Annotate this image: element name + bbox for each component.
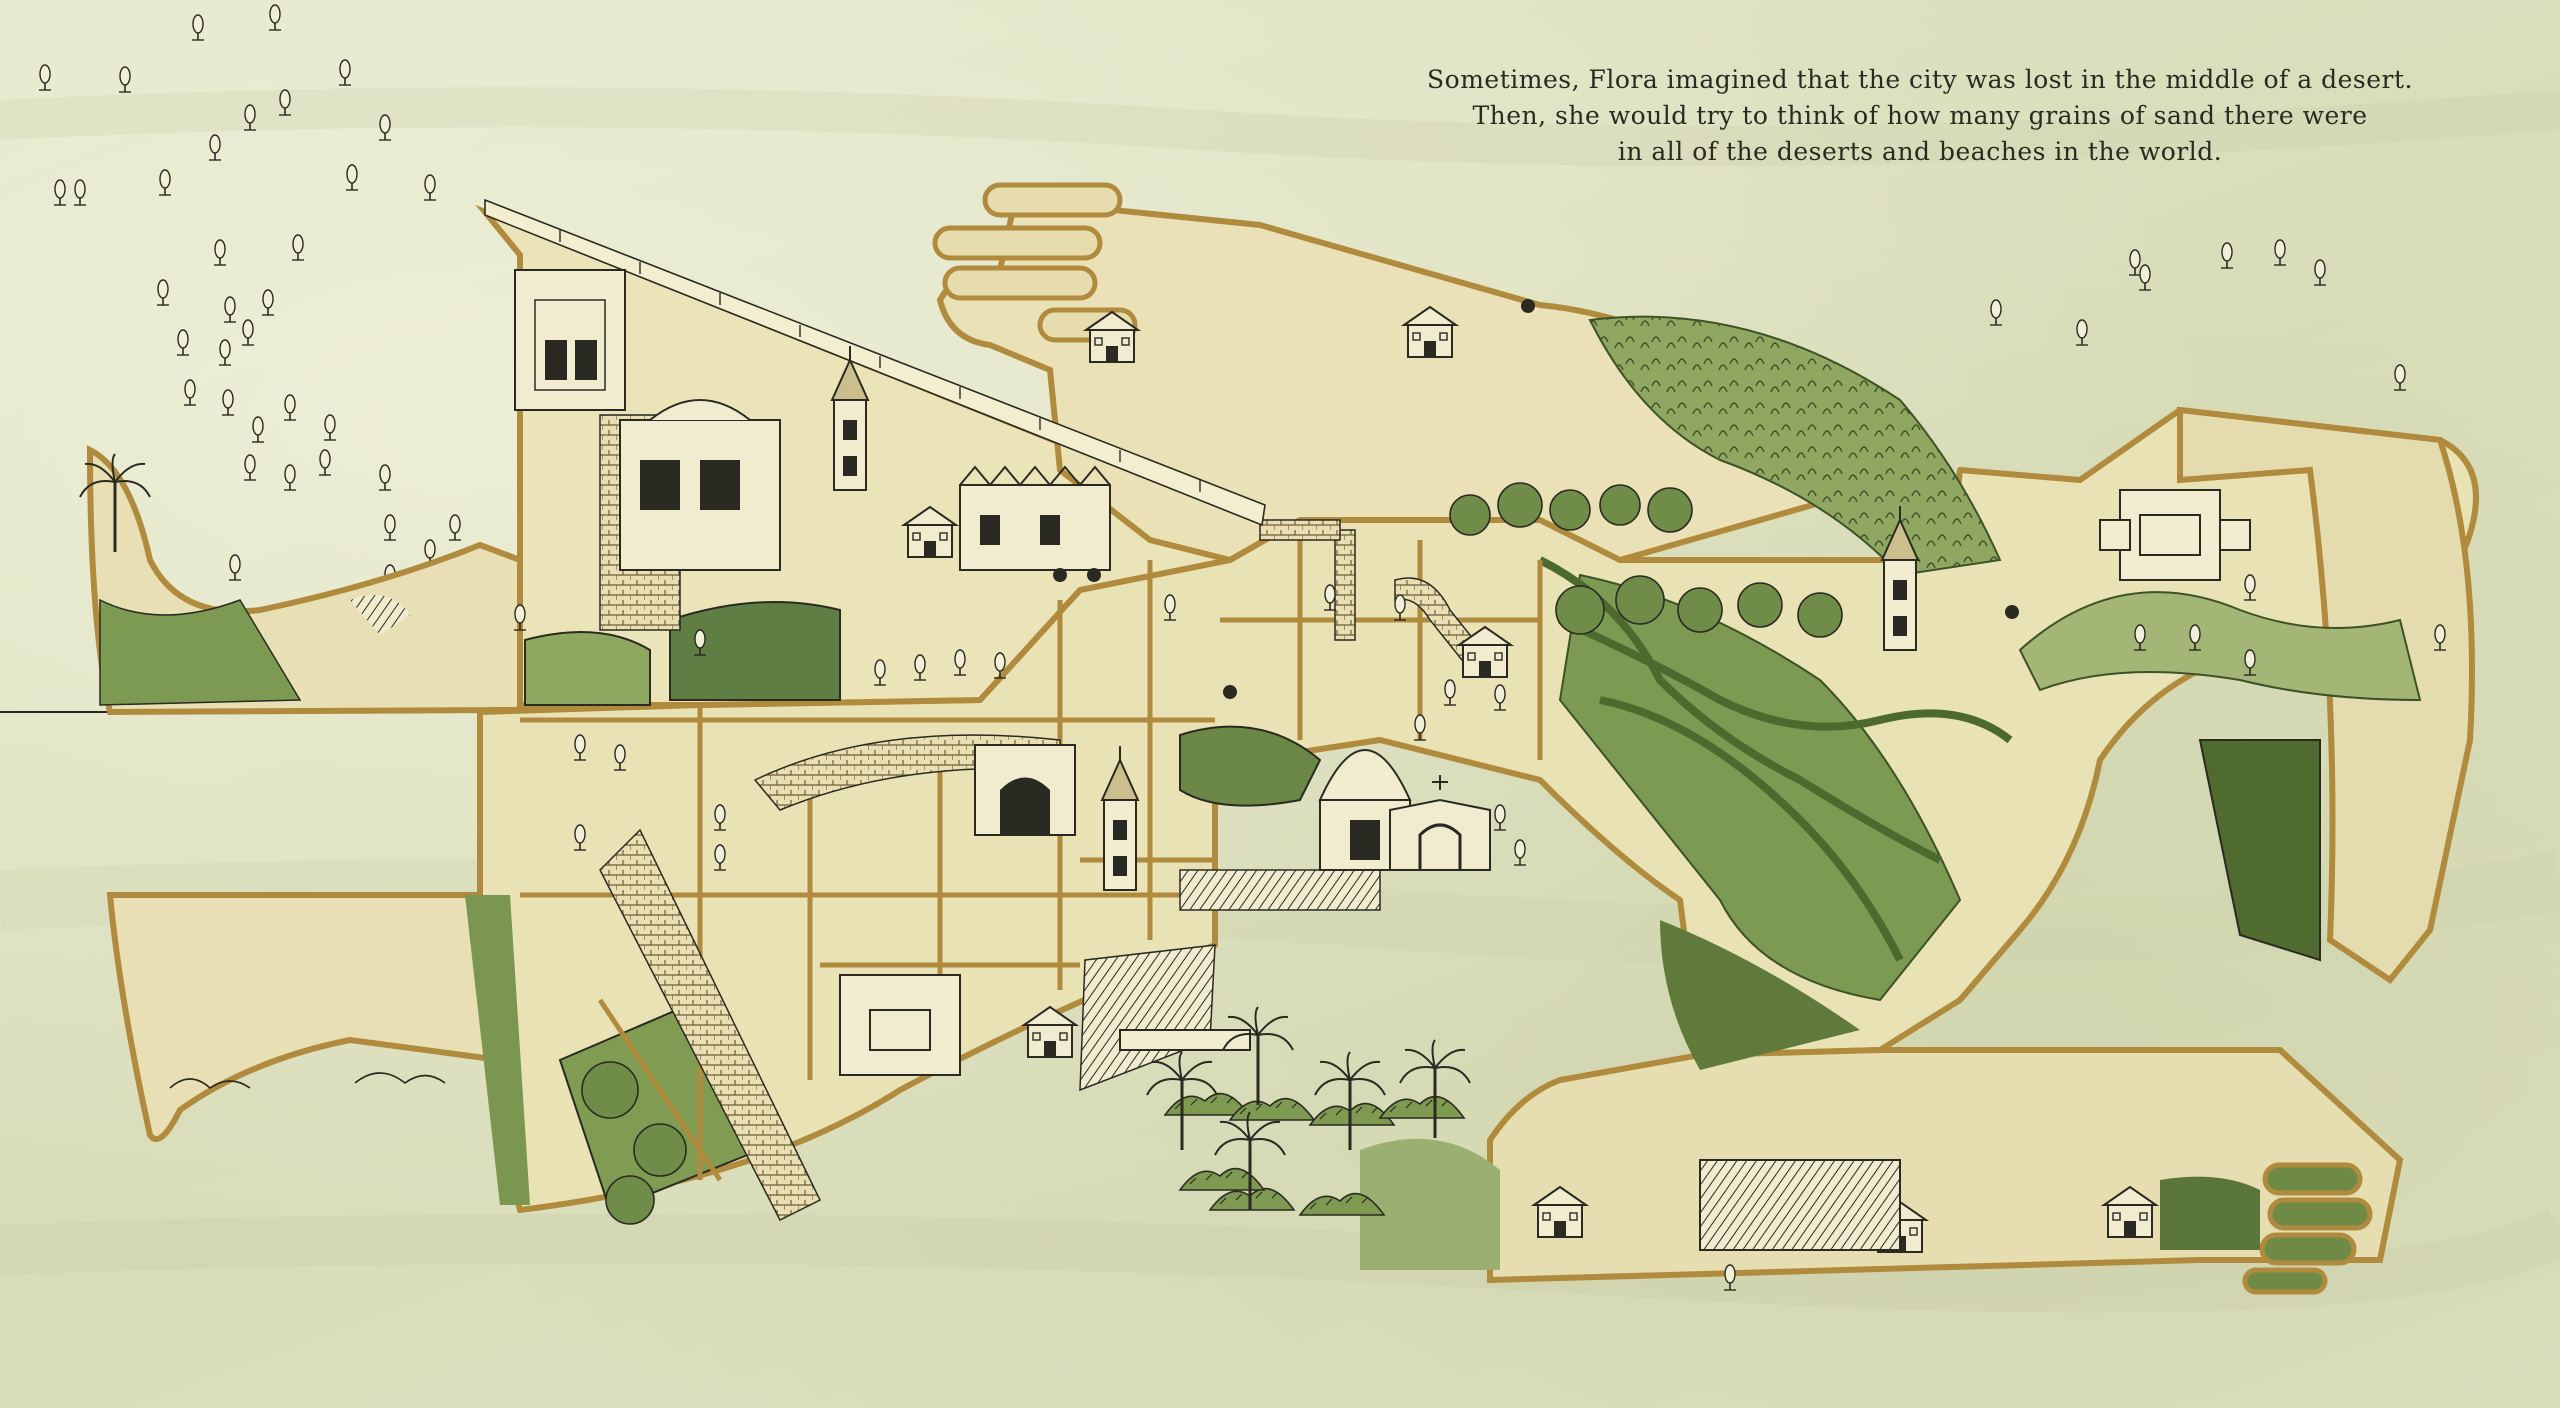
map-body: [86, 182, 2479, 1295]
tree-icon: [1989, 239, 2407, 391]
hatched-fields: [350, 595, 1381, 1092]
caption-line-1: Sometimes, Flora imagined that the city …: [1427, 65, 2413, 94]
distant-hills: [169, 1072, 446, 1090]
scale-ruler: [484, 198, 1266, 527]
story-caption: Sometimes, Flora imagined that the city …: [1400, 62, 2440, 170]
forest: [581, 482, 1843, 1225]
junction-markers: [1053, 299, 2019, 699]
rivers: [1538, 556, 2013, 962]
caption-line-3: in all of the deserts and beaches in the…: [1617, 137, 2223, 166]
church-icon: [831, 345, 1919, 891]
castle-icon: [619, 399, 2251, 581]
hand-fingers-bottom: [2242, 1162, 2373, 1295]
building-icon: [514, 269, 2222, 1253]
caption-line-2: Then, she would try to think of how many…: [1472, 101, 2368, 130]
